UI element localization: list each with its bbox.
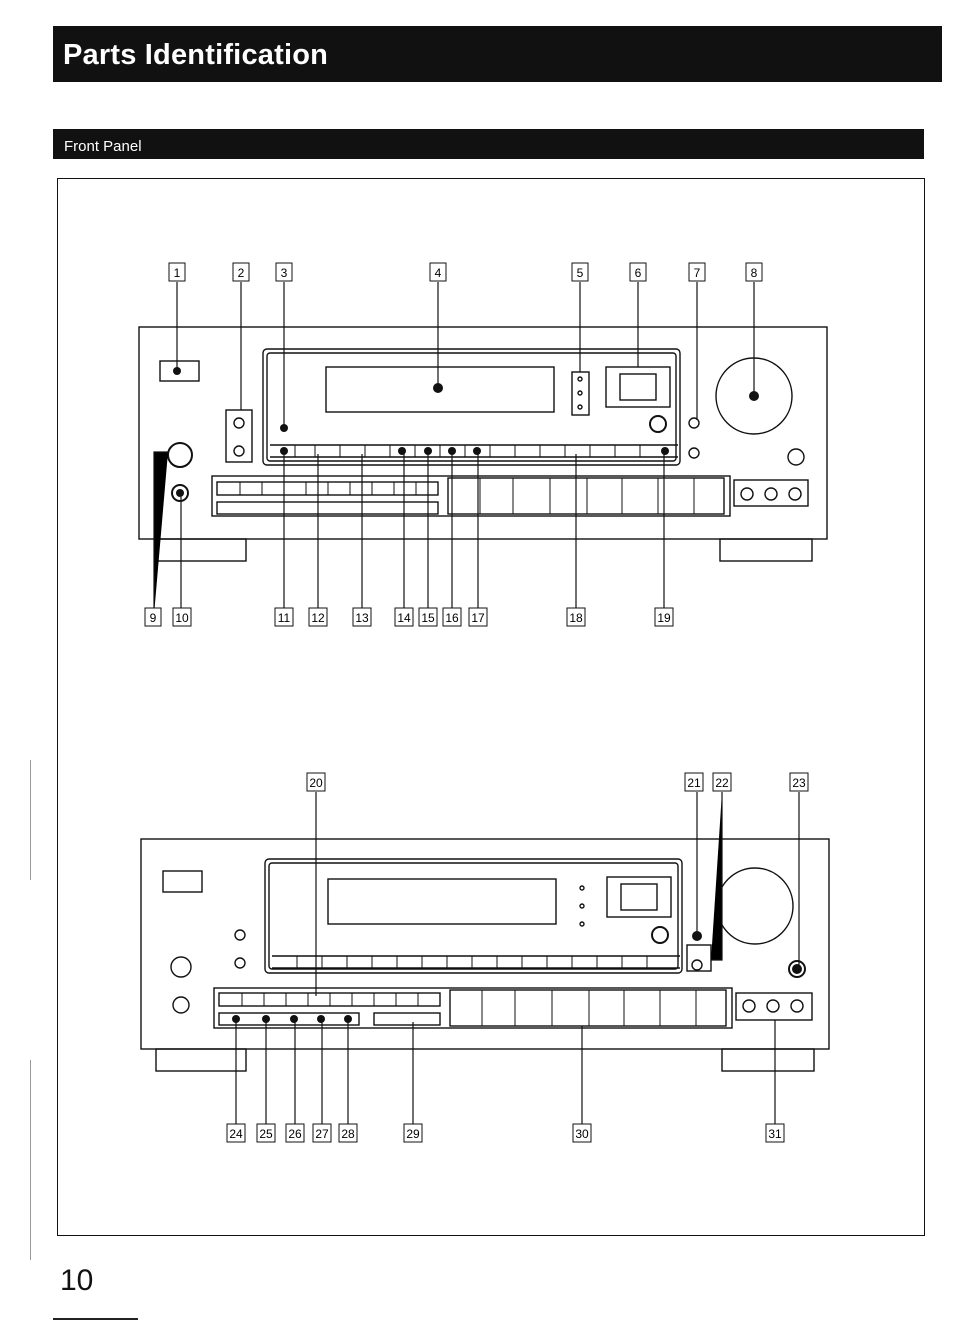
callout-24: 24 — [229, 1127, 243, 1141]
callout-21: 21 — [687, 776, 701, 790]
callout-top-bottom-row: 9 10 11 12 13 14 15 16 17 18 19 — [144, 607, 674, 627]
page-number: 10 — [60, 1264, 94, 1297]
callout-8: 8 — [751, 266, 758, 280]
heading-bar: Parts Identification — [53, 26, 942, 82]
callout-1: 1 — [174, 266, 181, 280]
callout-16: 16 — [445, 611, 459, 625]
callout-7: 7 — [694, 266, 701, 280]
callout-25: 25 — [259, 1127, 273, 1141]
callout-31: 31 — [768, 1127, 782, 1141]
callout-19: 19 — [657, 611, 671, 625]
callout-3: 3 — [281, 266, 288, 280]
margin-mark — [30, 760, 31, 880]
callout-13: 13 — [355, 611, 369, 625]
callout-27: 27 — [315, 1127, 329, 1141]
diagram-frame — [57, 178, 925, 1236]
callout-28: 28 — [341, 1127, 355, 1141]
margin-mark — [30, 1060, 31, 1260]
receiver-body-top — [138, 326, 828, 540]
callout-15: 15 — [421, 611, 435, 625]
callout-5: 5 — [577, 266, 584, 280]
callout-10: 10 — [175, 611, 189, 625]
callout-26: 26 — [288, 1127, 302, 1141]
callout-22: 22 — [715, 776, 729, 790]
callout-lower-bottom-row: 24 25 26 27 28 29 30 31 — [226, 1123, 785, 1143]
callout-9: 9 — [150, 611, 157, 625]
callout-20: 20 — [309, 776, 323, 790]
callout-29: 29 — [406, 1127, 420, 1141]
callout-18: 18 — [569, 611, 583, 625]
callout-23: 23 — [792, 776, 806, 790]
callout-12: 12 — [311, 611, 325, 625]
footer-rule — [53, 1318, 138, 1320]
callout-2: 2 — [238, 266, 245, 280]
callout-top-row: 1 2 3 4 5 6 7 8 — [168, 262, 763, 282]
callout-30: 30 — [575, 1127, 589, 1141]
callout-lower-top-row: 20 21 22 23 — [306, 772, 809, 792]
page-heading: Parts Identification — [63, 39, 329, 71]
section-bar: Front Panel — [53, 129, 924, 159]
callout-17: 17 — [471, 611, 485, 625]
callout-6: 6 — [635, 266, 642, 280]
callout-4: 4 — [435, 266, 442, 280]
callout-11: 11 — [278, 611, 291, 625]
section-title: Front Panel — [64, 138, 142, 155]
callout-14: 14 — [397, 611, 411, 625]
